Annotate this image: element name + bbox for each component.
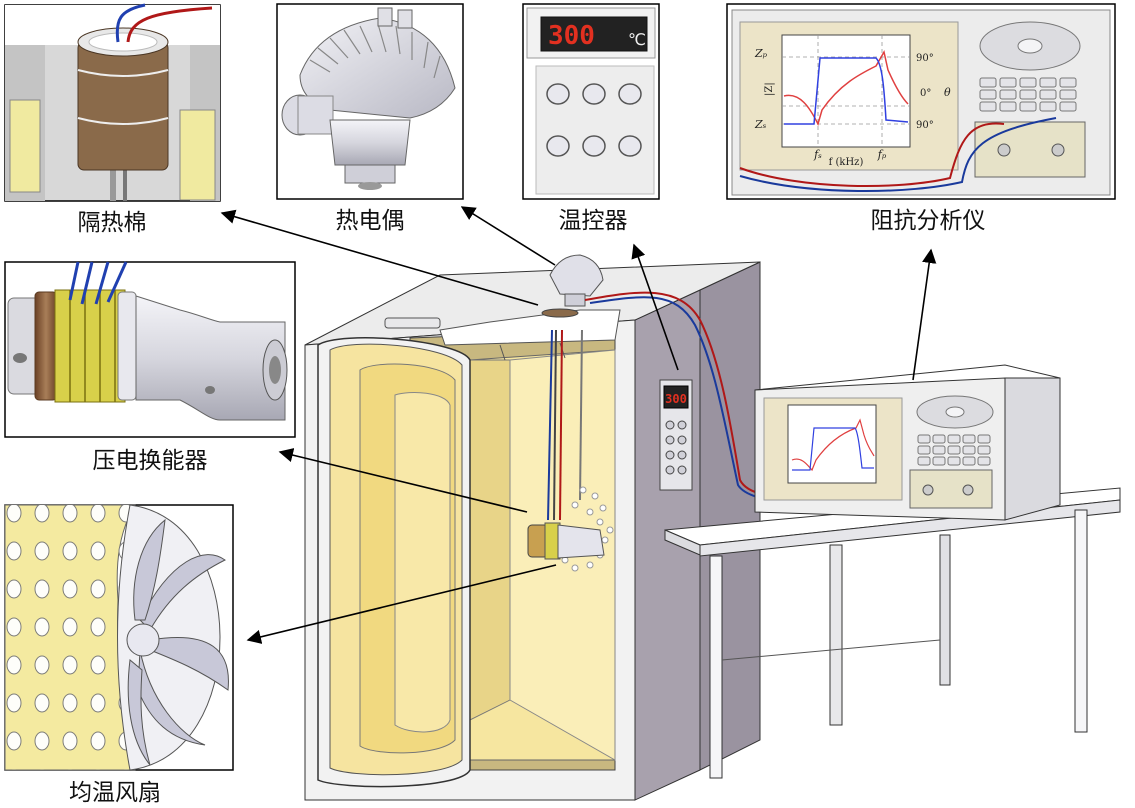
plot-phase-axis: θ [944,86,951,99]
plot-z-top: Zₚ [754,47,768,60]
analyzer-keypad [979,77,1077,112]
label-insulation: 隔热棉 [78,210,147,236]
label-controller: 温控器 [559,208,628,234]
temperature-controller-inset: 300 ℃ [522,3,660,200]
analyzer-on-table [754,364,1061,521]
thermocouple-inset [276,3,464,200]
controller-buttons [546,83,642,157]
controller-display-unit: ℃ [628,30,646,49]
controller-display-value: 300 [548,21,595,51]
oven: 300 [304,254,911,801]
plot-phase-top: 90° [916,53,934,64]
fan-inset [4,504,234,771]
label-analyzer: 阻抗分析仪 [871,208,986,234]
plot-x-axis: f (kHz) [829,157,864,168]
plot-phase-bottom: 90° [916,120,934,131]
plot-z-bottom: Zₛ [754,118,767,131]
plot-phase-mid: 0° [920,88,931,99]
callout-arrows [220,206,937,644]
label-fan: 均温风扇 [69,780,161,806]
insulation-inset [4,3,221,202]
transducer-inset [4,261,296,438]
plot-z-axis: |Z| [764,82,775,96]
oven-display-value: 300 [665,392,687,406]
plot-fp: fₚ [877,148,887,161]
label-transducer: 压电换能器 [93,448,208,474]
label-thermocouple: 热电偶 [336,208,405,234]
plot-fs: fₛ [813,148,822,161]
impedance-analyzer-inset: Zₚ Zₛ |Z| fₛ fₚ f (kHz) 90° 0° 90° θ [726,3,1116,200]
